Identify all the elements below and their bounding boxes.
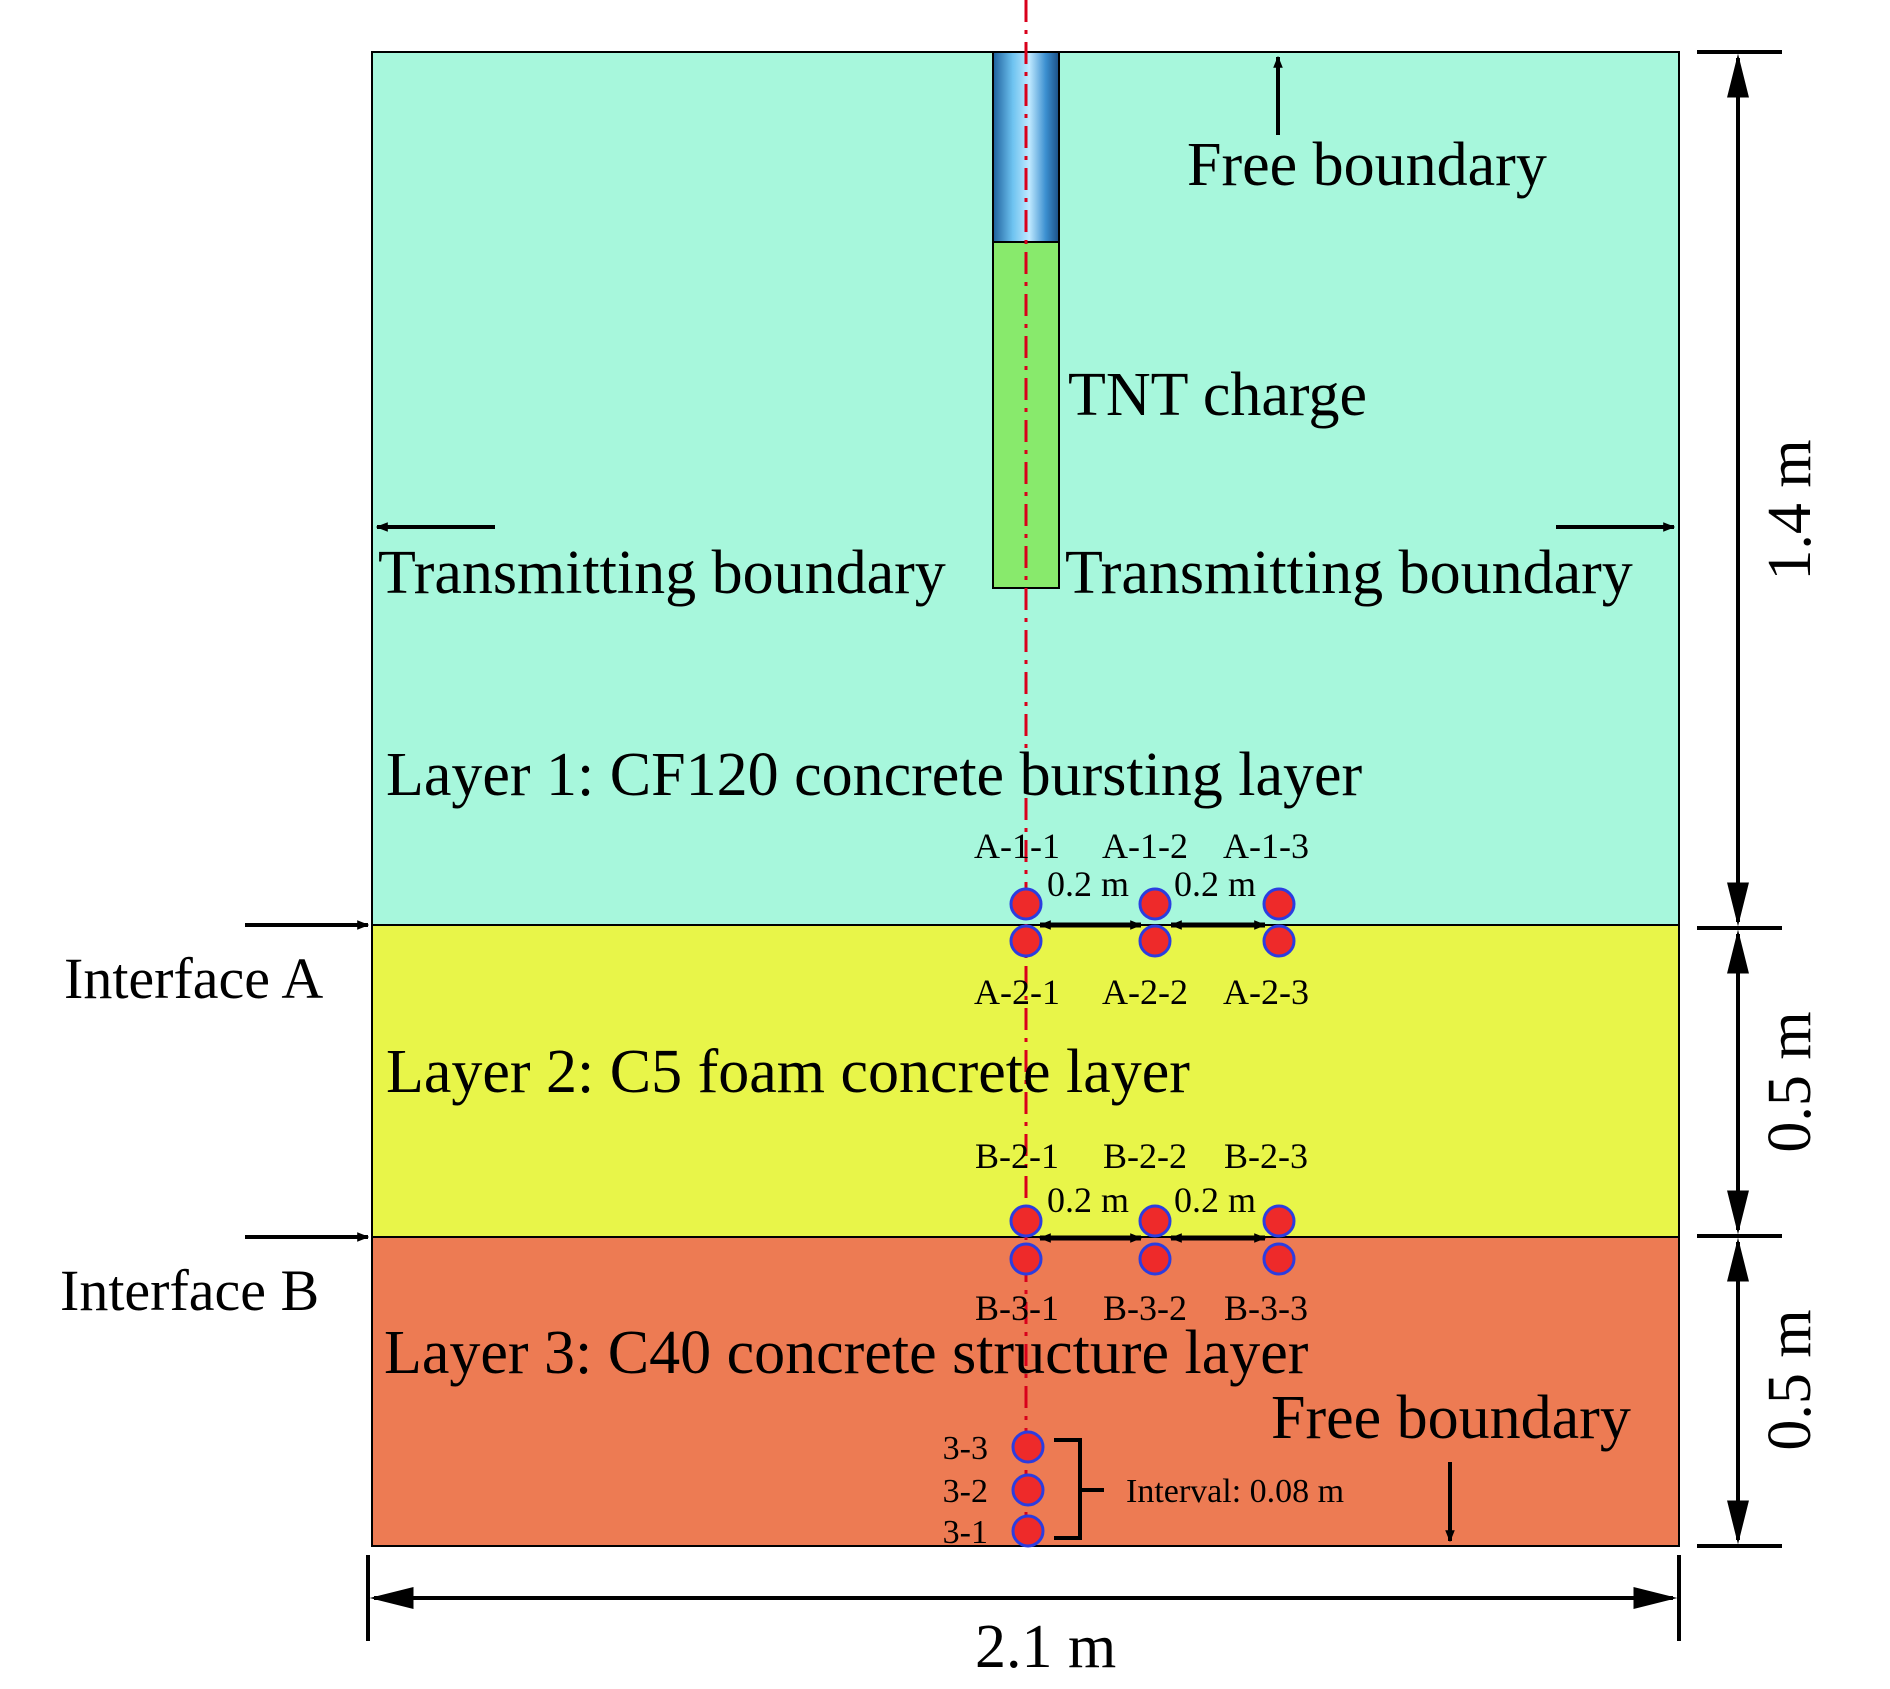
spacing-label: 0.2 m — [1047, 1180, 1129, 1220]
gauge-marker — [1011, 1473, 1045, 1507]
layer-1-label: Layer 1: CF120 concrete bursting layer — [386, 741, 1363, 809]
gauge-label: 3-2 — [943, 1473, 988, 1510]
dimension-heights — [1697, 50, 1782, 1548]
gauge-marker — [1011, 1430, 1045, 1464]
gauge-marker — [1262, 924, 1296, 958]
gauge-marker — [1009, 887, 1043, 921]
free-boundary-top-label: Free boundary — [1187, 131, 1547, 199]
free-boundary-bottom-label: Free boundary — [1271, 1384, 1631, 1452]
gauge-label: A-1-1 — [974, 826, 1060, 866]
spacing-label: 0.2 m — [1174, 864, 1256, 904]
gauge-marker — [1009, 1242, 1043, 1276]
gauge-marker — [1262, 1242, 1296, 1276]
gauge-marker — [1138, 924, 1172, 958]
gauge-marker — [1138, 1204, 1172, 1238]
gauge-marker — [1009, 1204, 1043, 1238]
gauge-marker — [1138, 1242, 1172, 1276]
gauge-markers-vertical — [1011, 1430, 1045, 1548]
gauge-spacing-arrows — [1038, 920, 1267, 1243]
interface-b-label: Interface B — [60, 1258, 319, 1323]
transmitting-left-label: Transmitting boundary — [378, 539, 946, 607]
tnt-charge-label: TNT charge — [1068, 361, 1367, 429]
gauge-label: 3-1 — [943, 1514, 988, 1551]
gauge-marker — [1138, 887, 1172, 921]
gauge-label: B-3-2 — [1103, 1288, 1187, 1328]
interface-a-label: Interface A — [64, 946, 323, 1011]
gauge-label: B-2-1 — [975, 1136, 1059, 1176]
layer-2-label: Layer 2: C5 foam concrete layer — [386, 1038, 1190, 1106]
gauge-marker — [1011, 1514, 1045, 1548]
gauge-label: A-2-1 — [974, 972, 1060, 1012]
interval-bracket — [1054, 1438, 1104, 1540]
gauge-marker — [1009, 924, 1043, 958]
gauge-label: A-2-2 — [1102, 972, 1188, 1012]
layer-3-label: Layer 3: C40 concrete structure layer — [384, 1319, 1309, 1387]
dimension-width — [366, 1555, 1681, 1641]
gauge-label: B-2-2 — [1103, 1136, 1187, 1176]
gauge-label: B-3-3 — [1224, 1288, 1308, 1328]
spacing-label: 0.2 m — [1174, 1180, 1256, 1220]
gauge-label: B-2-3 — [1224, 1136, 1308, 1176]
gauge-label: A-1-3 — [1223, 826, 1309, 866]
spacing-label: 0.2 m — [1047, 864, 1129, 904]
gauge-label: B-3-1 — [975, 1288, 1059, 1328]
gauge-markers-interface-a — [1009, 887, 1296, 958]
width-dimension-label: 2.1 m — [975, 1613, 1116, 1681]
gauge-marker — [1262, 887, 1296, 921]
gauge-label: A-1-2 — [1102, 826, 1188, 866]
layer3-height-label: 0.5 m — [1756, 1309, 1824, 1450]
gauge-label: 3-3 — [943, 1430, 988, 1467]
gauge-markers-interface-b — [1009, 1204, 1296, 1276]
gauge-marker — [1262, 1204, 1296, 1238]
gauge-label: A-2-3 — [1223, 972, 1309, 1012]
transmitting-right-label: Transmitting boundary — [1065, 539, 1633, 607]
layer1-height-label: 1.4 m — [1756, 439, 1824, 580]
interval-label: Interval: 0.08 m — [1126, 1473, 1344, 1510]
layer2-height-label: 0.5 m — [1756, 1011, 1824, 1152]
